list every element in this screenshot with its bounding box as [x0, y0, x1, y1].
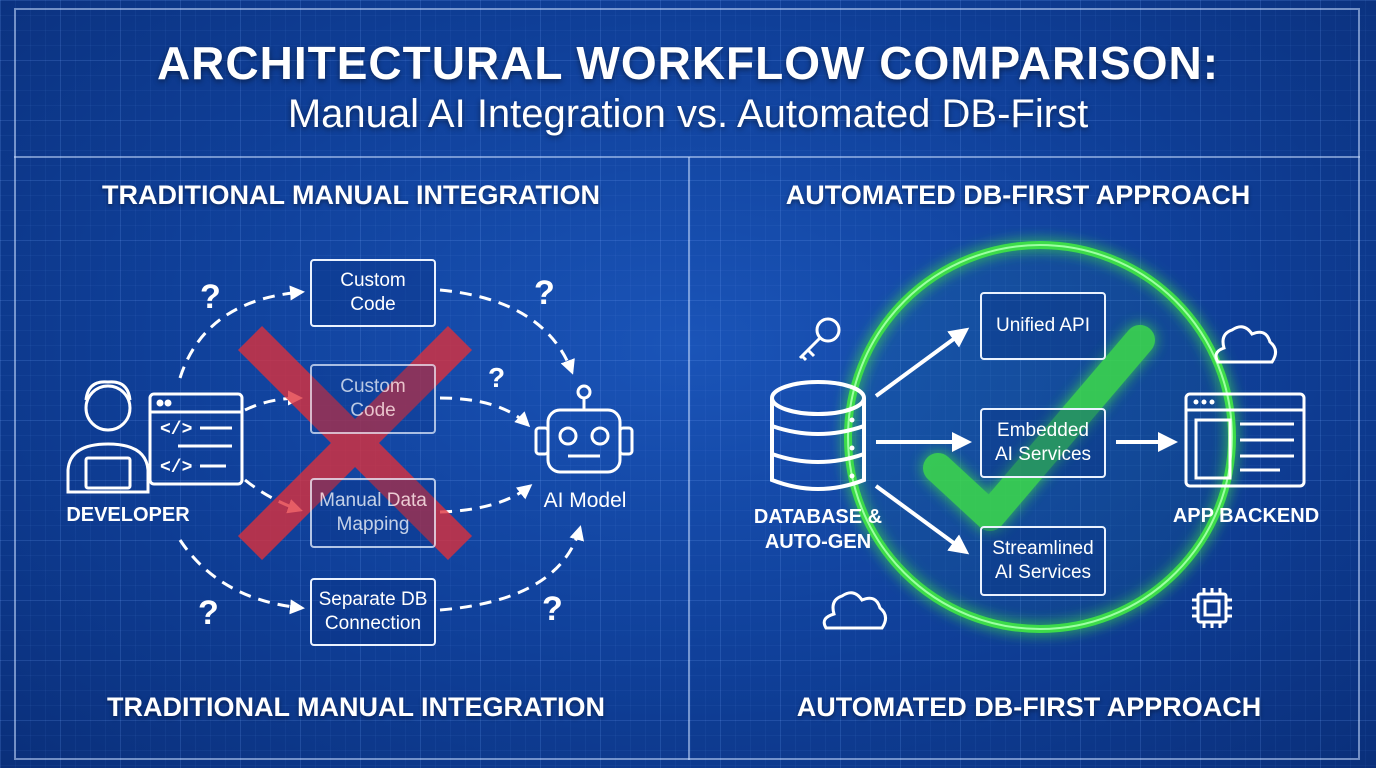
robot-icon: [534, 384, 634, 474]
page-subtitle: Manual AI Integration vs. Automated DB-F…: [287, 92, 1089, 136]
app-backend-label: APP BACKEND: [1172, 505, 1320, 527]
question-mark: ?: [488, 362, 506, 393]
left-dashed-arrows: [178, 285, 585, 615]
cloud-icon: [822, 325, 1277, 630]
separate-db-connection-box: Separate DB Connection: [310, 578, 436, 646]
database-dots: [849, 417, 855, 479]
question-mark: ?: [198, 594, 219, 632]
code-lines: [178, 426, 232, 468]
left-heading-bottom: TRADITIONAL MANUAL INTEGRATION: [107, 692, 605, 722]
developer-icon: [66, 380, 150, 494]
outer-frame: [14, 8, 1360, 760]
right-heading-top: AUTOMATED DB-FIRST APPROACH: [785, 180, 1251, 210]
embedded-ai-services-box: Embedded AI Services: [980, 408, 1106, 478]
green-checkmark-icon: [923, 325, 1155, 531]
database-icon: [770, 380, 866, 491]
red-x-icon: [237, 325, 473, 561]
unified-api-box: Unified API: [980, 292, 1106, 360]
custom-code-box-mid: Custom Code: [310, 364, 436, 434]
code-window-icon: [148, 392, 244, 486]
question-mark: ?: [534, 274, 555, 312]
manual-data-mapping-box: Manual Data Mapping: [310, 478, 436, 548]
left-heading-top: TRADITIONAL MANUAL INTEGRATION: [102, 180, 600, 210]
database-label: DATABASE & AUTO-GEN: [753, 506, 883, 553]
right-heading-bottom: AUTOMATED DB-FIRST APPROACH: [796, 692, 1262, 722]
question-mark: ?: [542, 590, 563, 628]
browser-dots: [1193, 399, 1215, 405]
ai-model-label: AI Model: [543, 489, 627, 512]
key-icon: [798, 317, 841, 362]
browser-window-icon: [1184, 392, 1306, 488]
code-glyphs: </> </>: [160, 420, 192, 478]
center-divider: [688, 157, 690, 760]
svg-text:</>: </>: [160, 458, 192, 478]
question-mark: ?: [200, 278, 221, 316]
streamlined-ai-services-box: Streamlined AI Services: [980, 526, 1106, 596]
page-title: ARCHITECTURAL WORKFLOW COMPARISON:: [156, 37, 1220, 89]
chip-icon: [1192, 588, 1232, 628]
svg-text:</>: </>: [160, 420, 192, 440]
custom-code-box-top: Custom Code: [310, 259, 436, 327]
developer-label: DEVELOPER: [66, 504, 190, 526]
header-divider: [14, 156, 1360, 158]
right-solid-arrows: [874, 327, 1178, 555]
